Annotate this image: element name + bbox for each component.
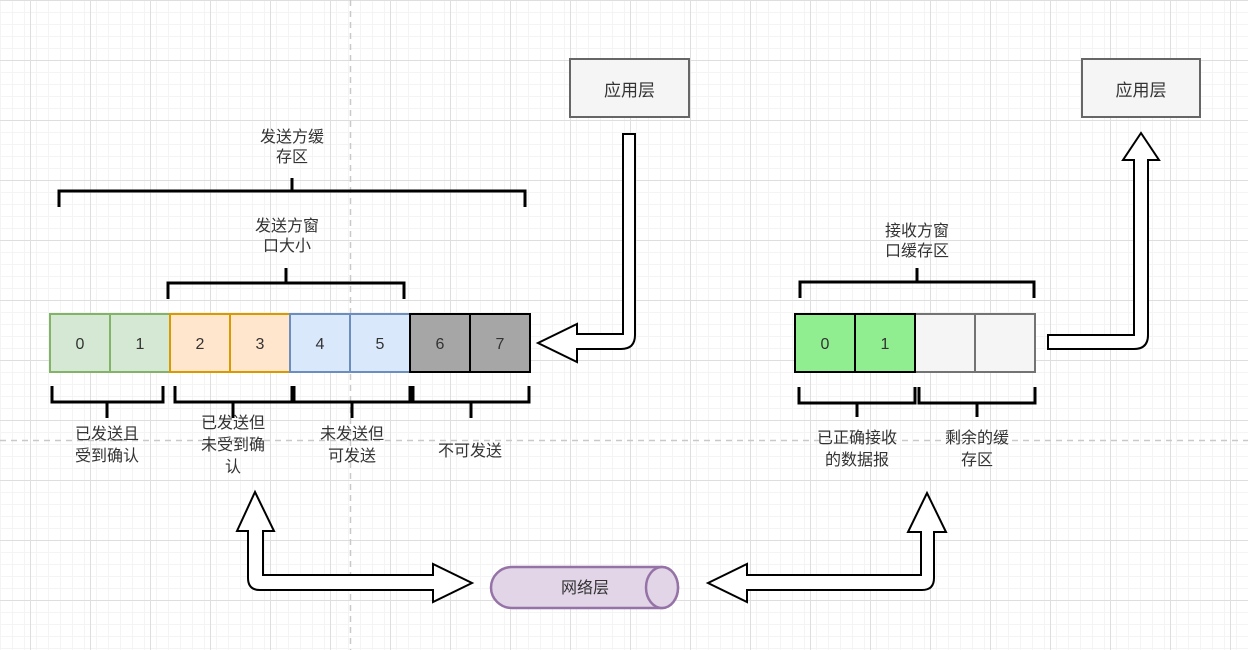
sender-window-label: 发送方窗 口大小 xyxy=(254,218,320,255)
receiver-cell-3 xyxy=(974,313,1036,373)
app-layer-left-label: 应用层 xyxy=(604,80,655,100)
sender-cell-6-number: 6 xyxy=(436,336,445,353)
app-layer-right-label: 应用层 xyxy=(1115,80,1167,100)
sender-cell-2 xyxy=(169,313,231,373)
sender-cell-3-number: 3 xyxy=(256,336,265,353)
receiver-segment-label-free: 剩余的缓 存区 xyxy=(944,430,1010,469)
sender-segment-bracket-unsendable xyxy=(411,386,531,418)
receiver-segment-label-received: 已正确接收 的数据报 xyxy=(816,430,898,469)
sender-cell-1 xyxy=(109,313,171,373)
sender-segment-label-sent-unacked: 已发送但 未受到确 认 xyxy=(200,415,266,476)
receiver-cell-1-number: 1 xyxy=(881,336,890,353)
sender-segment-bracket-acked xyxy=(50,386,165,418)
sender-cell-5 xyxy=(349,313,411,373)
receiver-cell-1 xyxy=(854,313,916,373)
sender-segment-label-acked: 已发送且 受到确认 xyxy=(74,426,140,465)
network-layer-cylinder-cap xyxy=(644,565,680,610)
sender-cell-2-number: 2 xyxy=(196,336,205,353)
app-to-sender-arrow xyxy=(535,133,636,364)
sender-cell-7 xyxy=(469,313,531,373)
receiver-cell-0-number: 0 xyxy=(821,336,830,353)
sender-window-bracket xyxy=(166,268,406,299)
receiver-window-label: 接收方窗 口缓存区 xyxy=(884,223,950,260)
sender-cell-0 xyxy=(49,313,111,373)
app-layer-box-right: 应用层 xyxy=(1081,58,1201,118)
sender-cell-4-number: 4 xyxy=(316,336,325,353)
receiver-cell-2 xyxy=(914,313,976,373)
sender-cell-4 xyxy=(289,313,351,373)
receiver-segment-bracket-free xyxy=(917,387,1037,417)
sender-buffer-label: 发送方缓 存区 xyxy=(259,129,325,166)
sender-cell-1-number: 1 xyxy=(136,336,145,353)
sender-segment-label-unsendable: 不可发送 xyxy=(437,443,503,460)
receiver-window-bracket xyxy=(798,268,1036,298)
app-layer-box-left: 应用层 xyxy=(569,58,690,118)
receiver-segment-bracket-received xyxy=(797,387,917,417)
sender-cell-7-number: 7 xyxy=(496,336,505,353)
sender-cell-6 xyxy=(409,313,471,373)
sender-cell-0-number: 0 xyxy=(76,336,85,353)
sender-network-arrow xyxy=(235,489,475,604)
sender-segment-bracket-sendable xyxy=(292,386,412,418)
sender-segment-label-sendable: 未发送但 可发送 xyxy=(319,426,385,465)
network-layer-label: 网络层 xyxy=(561,578,609,597)
sender-segment-bracket-sent-unacked xyxy=(173,386,294,418)
sender-buffer-bracket xyxy=(57,178,527,207)
sender-cell-5-number: 5 xyxy=(376,336,385,353)
receiver-to-app-arrow xyxy=(1047,131,1161,350)
network-receiver-arrow xyxy=(705,490,948,604)
